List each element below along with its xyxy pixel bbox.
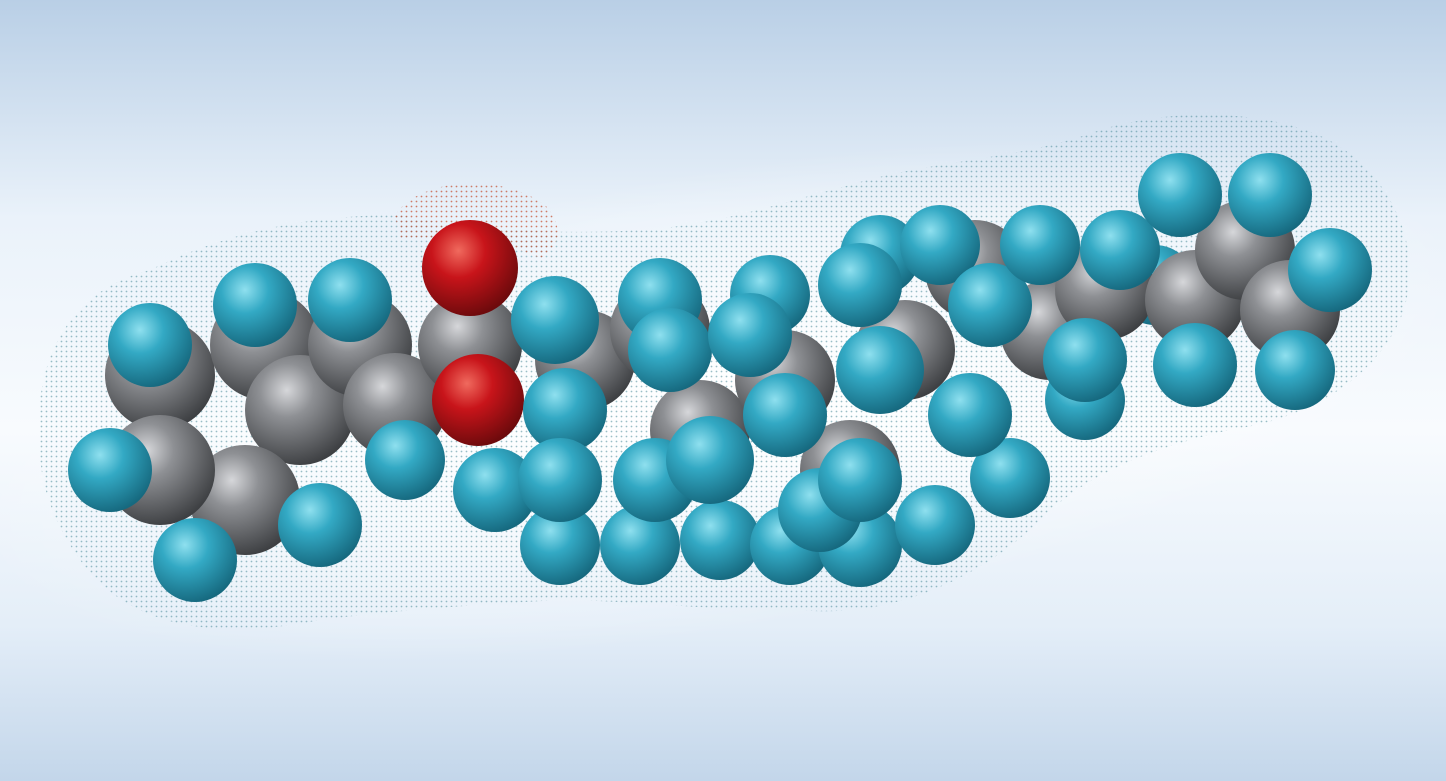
hydrogen-atom — [708, 293, 792, 377]
oxygen-atom — [422, 220, 518, 316]
hydrogen-atom — [1138, 153, 1222, 237]
hydrogen-atom — [68, 428, 152, 512]
hydrogen-atom — [818, 438, 902, 522]
hydrogen-atom — [836, 326, 924, 414]
hydrogen-atom — [308, 258, 392, 342]
hydrogen-atom — [453, 448, 537, 532]
hydrogen-atom — [365, 420, 445, 500]
hydrogen-atom — [108, 303, 192, 387]
hydrogen-atom — [895, 485, 975, 565]
hydrogen-atom — [928, 373, 1012, 457]
hydrogen-atom — [213, 263, 297, 347]
hydrogen-atom — [278, 483, 362, 567]
hydrogen-atom — [1255, 330, 1335, 410]
hydrogen-atom — [518, 438, 602, 522]
hydrogen-atom — [900, 205, 980, 285]
hydrogen-atom — [520, 505, 600, 585]
hydrogen-atom — [666, 416, 754, 504]
hydrogen-atom — [1153, 323, 1237, 407]
hydrogen-atom — [628, 308, 712, 392]
hydrogen-atom — [1080, 210, 1160, 290]
hydrogen-atom — [680, 500, 760, 580]
hydrogen-atom — [523, 368, 607, 452]
hydrogen-atom — [153, 518, 237, 602]
hydrogen-atom — [1000, 205, 1080, 285]
hydrogen-atom — [818, 243, 902, 327]
oxygen-atom — [432, 354, 524, 446]
hydrogen-atom — [1228, 153, 1312, 237]
hydrogen-atom — [511, 276, 599, 364]
hydrogen-atom — [1288, 228, 1372, 312]
hydrogen-atom — [600, 505, 680, 585]
hydrogen-atom — [948, 263, 1032, 347]
hydrogen-atom — [1043, 318, 1127, 402]
atoms-group — [68, 153, 1372, 602]
hydrogen-atom — [970, 438, 1050, 518]
hydrogen-atom — [743, 373, 827, 457]
